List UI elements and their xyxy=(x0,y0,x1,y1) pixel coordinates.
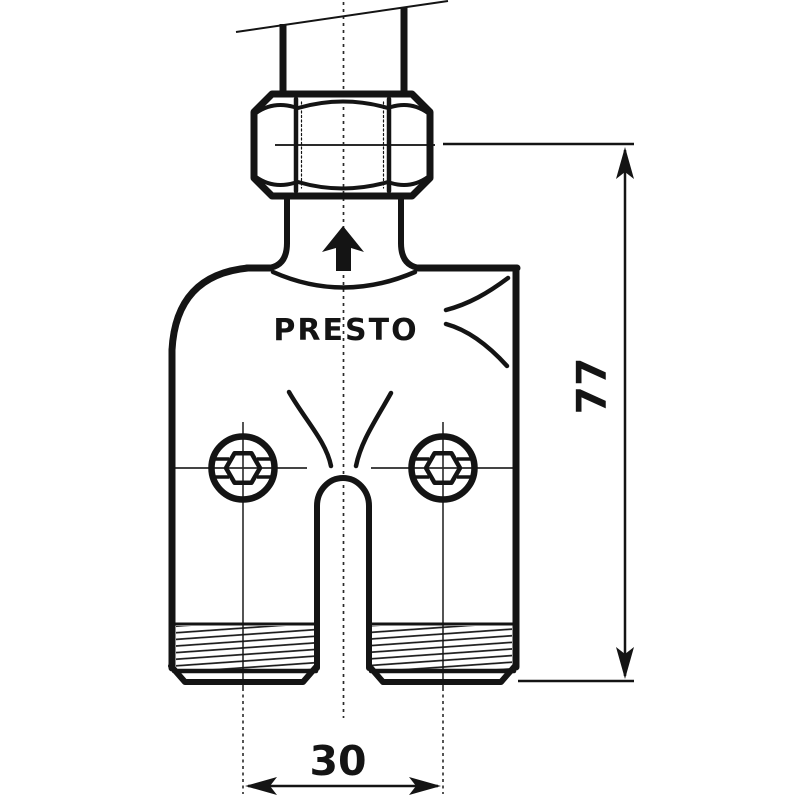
break-line xyxy=(235,0,449,33)
left-foot-bottom xyxy=(168,663,319,685)
broken-rod xyxy=(235,0,449,96)
nut-chamfer-arc-bottom-left xyxy=(254,175,296,187)
mounting-hole-right xyxy=(408,433,478,503)
arrowhead-up-icon xyxy=(616,147,634,179)
neck-fillet-left xyxy=(265,240,290,271)
centerlines xyxy=(174,2,513,794)
valve-body xyxy=(168,193,521,685)
knurl-band-right xyxy=(368,622,517,674)
nut-chamfer-arc-top-middle xyxy=(296,99,390,110)
nut-chamfer-arc-bottom-middle xyxy=(296,180,390,191)
nut-chamfer-arc-top-right xyxy=(389,103,430,115)
width-dimension-value: 30 xyxy=(309,737,366,785)
arrowhead-right-icon xyxy=(409,777,441,795)
arrowhead-down-icon xyxy=(616,647,634,679)
funnel-curve-left xyxy=(286,389,334,469)
corner-curve-upper-right xyxy=(443,275,511,313)
dimension-width: 30 xyxy=(245,737,441,795)
nut-outline xyxy=(250,90,434,200)
knurl-band-left xyxy=(171,622,319,674)
hole-hex-socket xyxy=(423,451,463,485)
neck-fillet-right xyxy=(398,240,423,271)
corner-curve-lower-right xyxy=(443,321,510,369)
mounting-hole-left xyxy=(208,433,278,503)
hex-nut xyxy=(250,90,434,200)
arrowhead-left-icon xyxy=(245,777,277,795)
hole-outer-circle xyxy=(408,433,478,503)
funnel-curve-right xyxy=(353,390,394,469)
presto-label: PRESTO xyxy=(273,313,418,348)
neck-transition-arc xyxy=(270,269,418,290)
up-arrow-icon xyxy=(322,226,364,271)
center-slot xyxy=(314,475,372,671)
hole-outer-circle xyxy=(208,433,278,503)
right-foot-bottom xyxy=(367,663,518,685)
height-dimension-value: 77 xyxy=(568,357,616,414)
knurl-hatch-left xyxy=(176,626,314,670)
hole-hex-socket xyxy=(223,451,263,485)
body-shoulder-arc-left xyxy=(168,264,252,354)
dimension-height: 77 xyxy=(443,142,634,683)
knurl-hatch-right xyxy=(372,626,512,670)
nut-chamfer-arc-bottom-right xyxy=(389,175,430,187)
nut-chamfer-arc-top-left xyxy=(254,103,296,115)
